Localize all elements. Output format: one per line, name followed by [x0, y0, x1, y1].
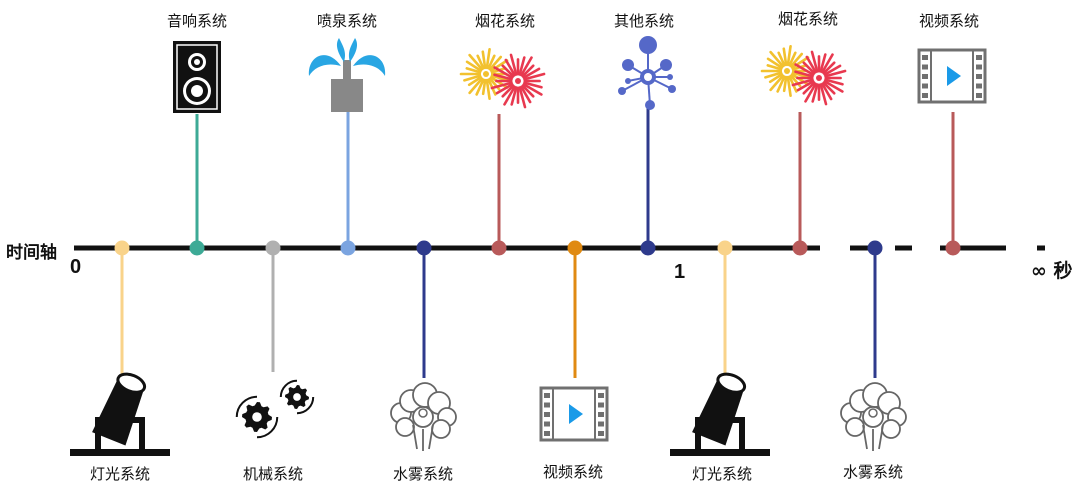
label-fountain-system: 喷泉系统: [316, 12, 378, 30]
label-light-system-1: 灯光系统: [89, 465, 151, 483]
label-firework-system-2: 烟花系统: [777, 10, 839, 28]
event-stem-other: [640, 105, 656, 256]
label-audio-system: 音响系统: [166, 12, 228, 30]
axis-unit-label: ∞ 秒: [1031, 260, 1073, 282]
spotlight-icon: [70, 372, 170, 456]
event-marker-fountain: [340, 240, 356, 256]
label-fog-system-1: 水雾系统: [392, 465, 454, 483]
event-stem-fountain: [340, 112, 356, 256]
fountain-icon: [308, 38, 386, 112]
label-video-system-1: 视频系统: [542, 463, 604, 481]
event-marker-mech: [265, 240, 281, 256]
event-marker-fog-1: [416, 240, 432, 256]
film-icon: [917, 48, 987, 104]
event-stem-fog-1: [416, 240, 432, 378]
event-stem-light-1: [114, 240, 130, 375]
fog-icon: [390, 382, 457, 451]
event-marker-video-2: [945, 240, 961, 256]
event-stem-fog-2: [867, 240, 883, 378]
axis-title: 时间轴: [6, 243, 57, 263]
label-firework-system-1: 烟花系统: [474, 12, 536, 30]
label-light-system-2: 灯光系统: [691, 465, 753, 483]
event-marker-fog-2: [867, 240, 883, 256]
label-other-system: 其他系统: [613, 12, 675, 30]
event-stem-audio: [189, 114, 205, 256]
firework-icon: [760, 44, 847, 106]
event-marker-firework-1: [491, 240, 507, 256]
speaker-icon: [173, 41, 221, 113]
event-stem-firework-2: [792, 112, 808, 256]
event-stem-firework-1: [491, 114, 507, 256]
event-marker-light-1: [114, 240, 130, 256]
event-stem-light-2: [717, 240, 733, 380]
label-video-system-2: 视频系统: [918, 12, 980, 30]
event-marker-other: [640, 240, 656, 256]
network-icon: [618, 36, 676, 110]
firework-icon: [459, 47, 546, 109]
event-stem-video-2: [945, 112, 961, 256]
label-fog-system-2: 水雾系统: [842, 463, 904, 481]
fog-icon: [840, 382, 907, 451]
tick-zero: 0: [70, 256, 82, 278]
event-marker-firework-2: [792, 240, 808, 256]
event-stem-mech: [265, 240, 281, 372]
film-icon: [539, 386, 609, 442]
gears-icon: [235, 379, 315, 439]
label-mechanical-system: 机械系统: [242, 465, 304, 483]
event-marker-light-2: [717, 240, 733, 256]
event-marker-video-1: [567, 240, 583, 256]
tick-one: 1: [674, 261, 686, 283]
event-stem-video-1: [567, 240, 583, 378]
event-marker-audio: [189, 240, 205, 256]
spotlight-icon: [670, 372, 770, 456]
